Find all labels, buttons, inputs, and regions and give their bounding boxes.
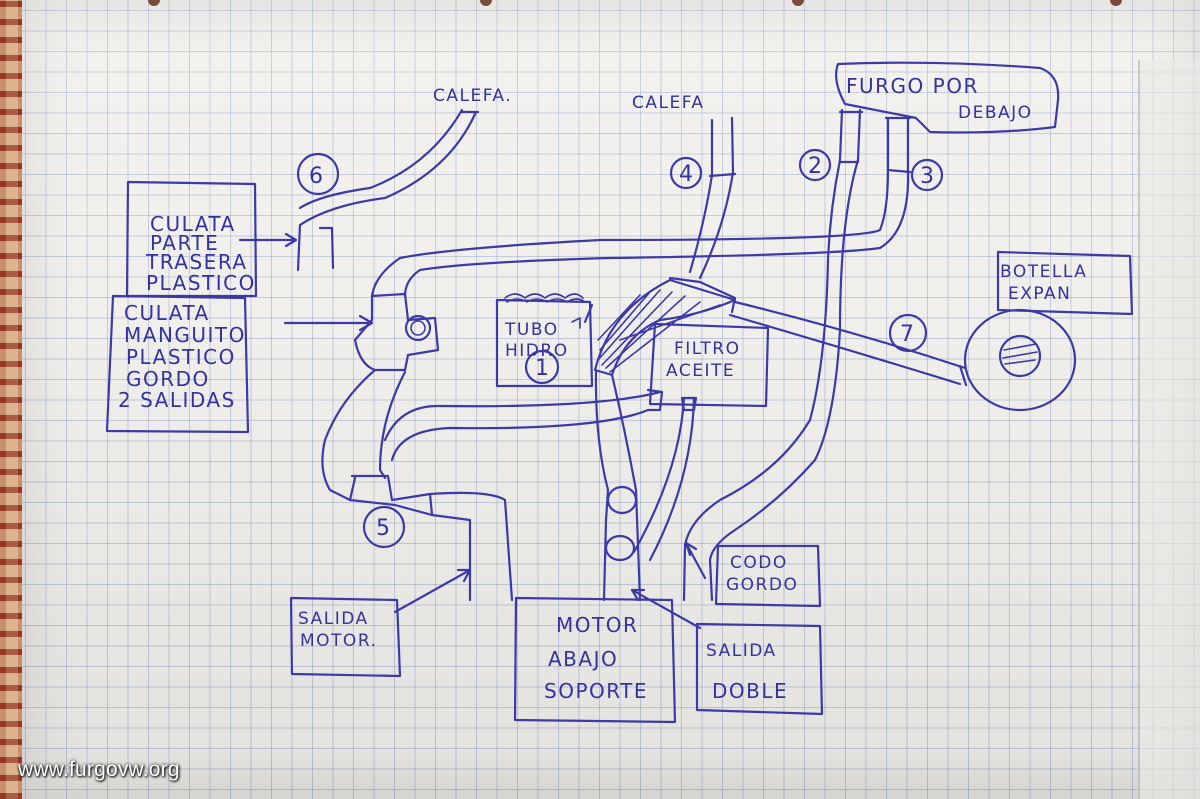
filtro-aceite-box: FILTRO ACEITE [648, 322, 770, 408]
binder-hole [480, 0, 492, 6]
svg-text:7: 7 [900, 322, 914, 347]
binder-hole [1110, 0, 1122, 6]
svg-text:FURGO POR: FURGO POR [846, 74, 979, 98]
salida-doble-box: SALIDA DOBLE [695, 622, 824, 716]
svg-text:MOTOR: MOTOR [556, 613, 638, 637]
svg-text:4: 4 [679, 162, 693, 187]
svg-text:2: 2 [808, 154, 822, 179]
botella-expan-box: BOTELLA EXPAN [996, 250, 1134, 316]
svg-text:FILTRO: FILTRO [674, 339, 741, 359]
svg-text:2 SALIDAS: 2 SALIDAS [118, 388, 236, 412]
svg-text:PLASTICO: PLASTICO [126, 345, 236, 369]
svg-text:SALIDA: SALIDA [298, 609, 369, 629]
svg-text:PLASTICO: PLASTICO [146, 271, 256, 295]
salida-motor-box: SALIDA MOTOR. [289, 596, 402, 678]
number-6: 6 [296, 152, 340, 196]
culata-trasera-box: CULATA PARTE TRASERA PLASTICO [125, 180, 258, 298]
number-5: 5 [362, 505, 406, 549]
binder-hole [148, 0, 160, 6]
svg-text:CULATA: CULATA [124, 301, 210, 325]
svg-text:CULATA: CULATA [150, 212, 236, 236]
svg-text:6: 6 [309, 164, 323, 189]
svg-text:CODO: CODO [730, 553, 788, 573]
svg-text:TUBO: TUBO [504, 320, 559, 340]
svg-text:DOBLE: DOBLE [712, 679, 788, 703]
svg-text:5: 5 [376, 516, 390, 541]
svg-text:MANGUITO: MANGUITO [124, 323, 246, 347]
svg-text:ACEITE: ACEITE [666, 361, 735, 381]
watermark: www.furgovw.org [18, 758, 180, 781]
svg-text:MOTOR.: MOTOR. [300, 631, 377, 651]
svg-text:GORDO: GORDO [126, 367, 210, 391]
graph-paper [22, 0, 1200, 799]
svg-text:EXPAN: EXPAN [1008, 284, 1071, 304]
binder-hole [792, 0, 804, 6]
next-page-edge [1138, 60, 1200, 799]
svg-text:PARTE: PARTE [150, 231, 219, 255]
motor-box: MOTOR ABAJO SOPORTE [513, 596, 677, 724]
number-4: 4 [669, 156, 703, 190]
number-1: 1 [524, 349, 560, 385]
svg-text:TRASERA: TRASERA [145, 250, 248, 274]
svg-text:DEBAJO: DEBAJO [958, 103, 1033, 123]
calefa-right-label: CALEFA [632, 93, 705, 113]
svg-text:SOPORTE: SOPORTE [544, 679, 648, 703]
furgo-por-debajo-box: FURGO POR DEBAJO [835, 61, 1060, 134]
svg-text:GORDO: GORDO [726, 575, 798, 595]
svg-text:ABAJO: ABAJO [548, 647, 618, 671]
number-3: 3 [910, 158, 944, 192]
culata-manguito-box: CULATA MANGUITO PLASTICO GORDO 2 SALIDAS [105, 294, 250, 434]
calefa-left-label: CALEFA. [433, 86, 512, 106]
svg-text:1: 1 [535, 356, 549, 381]
arrows [238, 232, 707, 630]
codo-gordo-box: CODO GORDO [714, 544, 822, 608]
svg-text:SALIDA: SALIDA [706, 641, 777, 661]
number-2: 2 [798, 148, 832, 182]
svg-text:3: 3 [920, 164, 934, 189]
svg-text:BOTELLA: BOTELLA [1000, 262, 1087, 282]
number-7: 7 [888, 313, 928, 353]
